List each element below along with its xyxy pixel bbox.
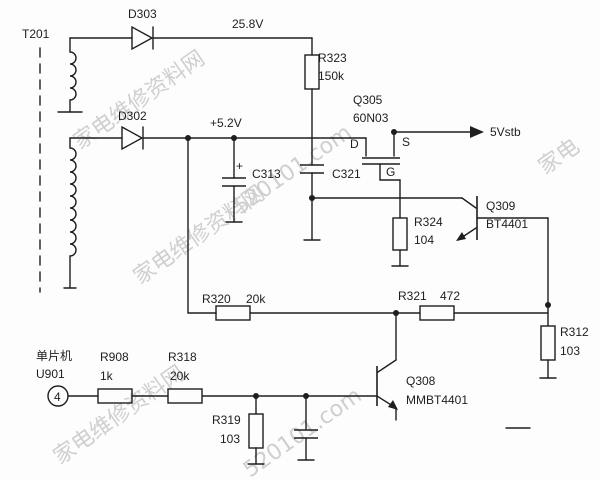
- resistor-r324: [391, 217, 409, 267]
- resistor-r320: [187, 137, 421, 321]
- mcu-input: [47, 385, 99, 407]
- label-r324: R324: [414, 215, 443, 229]
- label-c313: C313: [252, 167, 281, 181]
- transistor-q309: [311, 196, 549, 306]
- label-25v8: 25.8V: [232, 17, 263, 31]
- resistor-r312: [539, 304, 557, 379]
- label-q305-part: 60N03: [353, 111, 389, 125]
- label-r324-value: 104: [414, 233, 434, 247]
- resistor-r321: [419, 305, 549, 321]
- mosfet-q305: [349, 129, 401, 219]
- label-pin-s: S: [402, 135, 410, 149]
- diode-d303: [69, 25, 313, 51]
- capacitor-c313: [222, 137, 246, 223]
- label-q309: Q309: [486, 199, 516, 213]
- label-r319-value: 103: [220, 432, 240, 446]
- resistor-r318: [167, 388, 378, 404]
- label-r321: R321: [398, 289, 427, 303]
- label-r908: R908: [100, 350, 129, 364]
- label-5v2: +5.2V: [210, 116, 242, 130]
- label-q309-part: BT4401: [486, 217, 528, 231]
- label-r312: R312: [560, 325, 589, 339]
- label-pin-g: G: [386, 165, 395, 179]
- label-c313-plus: +: [236, 159, 243, 173]
- label-q308: Q308: [406, 374, 436, 388]
- label-r323: R323: [318, 51, 347, 65]
- label-r320: R320: [202, 292, 231, 306]
- label-mcu: 单片机: [36, 349, 72, 363]
- watermark-3: 家电维修资料网: [129, 181, 270, 290]
- label-r312-value: 103: [560, 344, 580, 358]
- label-5vstb: 5Vstb: [490, 125, 521, 139]
- watermark-4: 家电维修资料网: [49, 361, 190, 470]
- transformer-t201: [39, 37, 83, 293]
- label-r321-value: 472: [440, 289, 460, 303]
- label-pin-d: D: [350, 137, 359, 151]
- label-r908-value: 1k: [100, 369, 114, 383]
- capacitor-base: [294, 395, 318, 461]
- label-u901: U901: [36, 367, 65, 381]
- label-r323-value: 150k: [318, 69, 345, 83]
- label-d302: D302: [118, 109, 147, 123]
- label-q305: Q305: [353, 93, 383, 107]
- label-q308-part: MMBT4401: [406, 393, 468, 407]
- resistor-r323: [304, 37, 320, 166]
- label-r319: R319: [212, 413, 241, 427]
- label-r318-value: 20k: [170, 369, 190, 383]
- resistor-r319: [247, 395, 265, 465]
- label-d303: D303: [128, 7, 157, 21]
- transistor-q308: [376, 312, 398, 421]
- label-t201: T201: [22, 27, 50, 41]
- watermark-6: 家电: [534, 134, 584, 180]
- capacitor-c321: [300, 164, 324, 241]
- diode-d302: [69, 125, 351, 151]
- label-r318: R318: [168, 350, 197, 364]
- resistor-r908: [97, 388, 169, 404]
- label-c321: C321: [332, 167, 361, 181]
- label-pin4: 4: [54, 390, 61, 404]
- label-r320-value: 20k: [246, 292, 266, 306]
- output-5vstb: [393, 126, 484, 138]
